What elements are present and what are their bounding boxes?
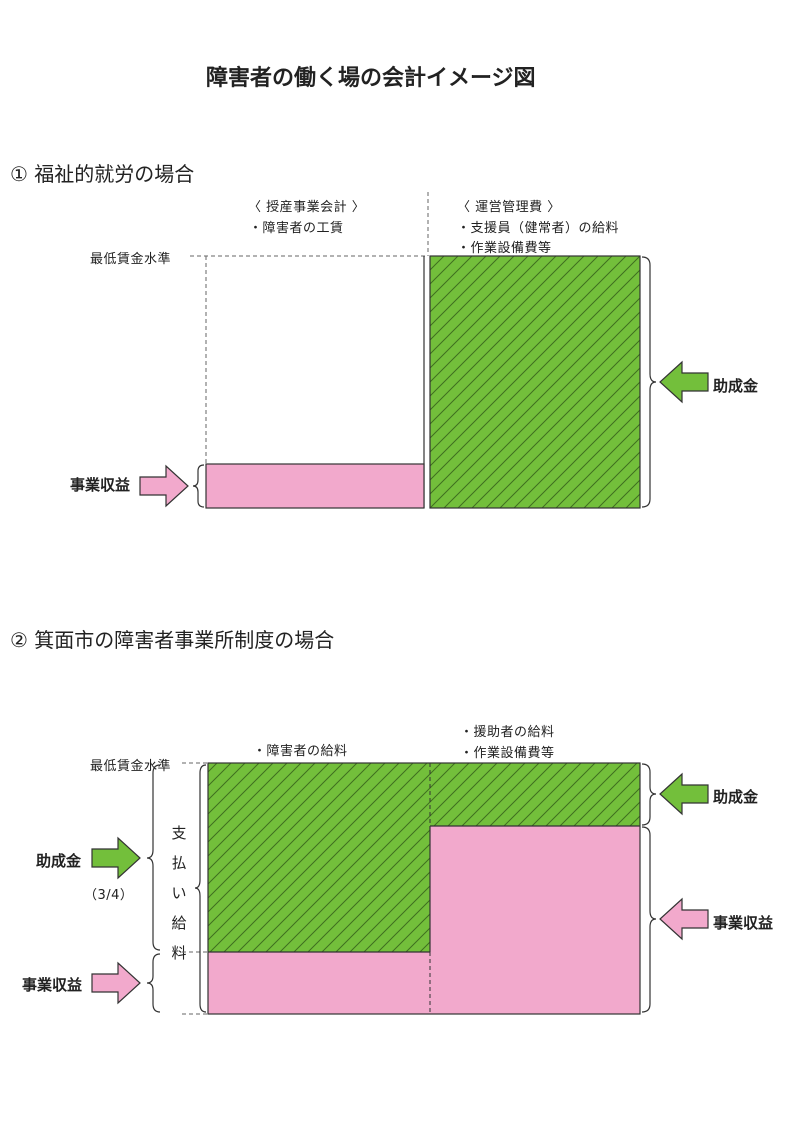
section2-right-top-brace <box>641 763 657 826</box>
section2-right-income-arrow <box>659 897 709 941</box>
section1-col-left-2: ・障害者の工賃 <box>249 221 344 236</box>
section2-diagram <box>91 762 709 1015</box>
section1-right-brace <box>641 256 657 508</box>
section2-vertical-label: 支払い給料 <box>171 824 187 962</box>
section1-col-left-1: 〈 授産事業会計 〉 <box>248 200 366 215</box>
section2-subsidy-region <box>208 763 640 952</box>
section1-diagram <box>139 192 709 509</box>
section1-heading: ① 福祉的就労の場合 <box>10 162 195 186</box>
section1-min-wage-label: 最低賃金水準 <box>90 252 172 267</box>
section2-left-income-arrow <box>91 961 141 1005</box>
section1-wage-bar <box>205 463 425 509</box>
section2-col-right-1: ・援助者の給料 <box>460 725 555 740</box>
section1-subsidy-box <box>429 255 641 509</box>
section1-col-right-1: 〈 運営管理費 〉 <box>457 200 561 215</box>
section1-col-right-3: ・作業設備費等 <box>457 241 552 256</box>
section2-right-subsidy-arrow <box>659 772 709 816</box>
section2-heading: ② 箕面市の障害者事業所制度の場合 <box>10 628 335 652</box>
section2-left-top-arrow-sub: （3/4） <box>84 888 134 903</box>
section2-left-bottom-brace <box>146 953 161 1013</box>
section2-left-subsidy-arrow <box>91 836 141 880</box>
section2-min-wage-label: 最低賃金水準 <box>90 759 172 774</box>
section2-left-top-arrow-label: 助成金 <box>36 852 82 870</box>
page-title: 障害者の働く場の会計イメージ図 <box>206 66 536 91</box>
section2-income-region <box>208 826 640 1014</box>
section1-right-arrow-label: 助成金 <box>713 377 759 395</box>
section2-right-top-arrow-label: 助成金 <box>713 788 759 806</box>
section2-left-bottom-arrow-label: 事業収益 <box>22 976 83 994</box>
section1-left-arrow-label: 事業収益 <box>70 476 131 494</box>
section2-right-bottom-arrow-label: 事業収益 <box>713 914 774 932</box>
section2-col-right-2: ・作業設備費等 <box>460 746 555 761</box>
section2-pay-brace <box>194 764 207 1013</box>
section2-right-bottom-brace <box>641 826 657 1013</box>
section2-col-left-1: ・障害者の給料 <box>253 744 348 759</box>
section1-subsidy-arrow <box>659 360 709 404</box>
section1-col-right-2: ・支援員（健常者）の給料 <box>457 221 620 236</box>
section2-left-top-brace <box>146 764 161 951</box>
section1-income-arrow <box>139 464 189 508</box>
section1-left-brace <box>192 464 205 508</box>
